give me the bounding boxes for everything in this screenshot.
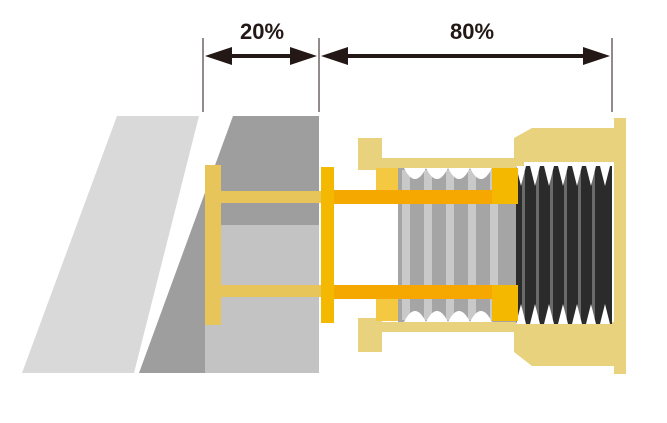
anchor-plate-embedded <box>205 165 221 325</box>
guide-rod-lower-overlay <box>398 285 518 299</box>
concrete-wall <box>22 116 319 373</box>
housing-bottom-rail <box>376 322 522 332</box>
dimension-guides <box>202 38 613 112</box>
anchor-rod-lower <box>221 285 321 297</box>
housing-end-plate <box>614 118 626 374</box>
sliding-block-lower <box>376 299 398 321</box>
dimension-arrow-20 <box>205 47 317 65</box>
stop-block-upper <box>492 168 518 204</box>
housing-top-rail <box>376 158 522 168</box>
anchor-bracket <box>205 165 334 325</box>
wall-light-block <box>22 116 199 373</box>
housing-right-body <box>514 128 616 366</box>
sliding-block-upper <box>376 168 398 190</box>
anchor-flange-plate <box>321 167 334 323</box>
guide-rod-upper-overlay <box>398 190 518 204</box>
guide-rods <box>334 168 518 321</box>
anchor-rod-upper <box>221 191 321 203</box>
bellows-dark <box>516 166 612 324</box>
dimension-label-20: 20% <box>240 19 284 44</box>
dimension-label-80: 80% <box>450 19 494 44</box>
stop-block-lower <box>492 285 518 321</box>
dimension-arrow-80 <box>321 47 610 65</box>
wall-mid-block <box>205 225 319 373</box>
joint-housing <box>358 118 626 374</box>
